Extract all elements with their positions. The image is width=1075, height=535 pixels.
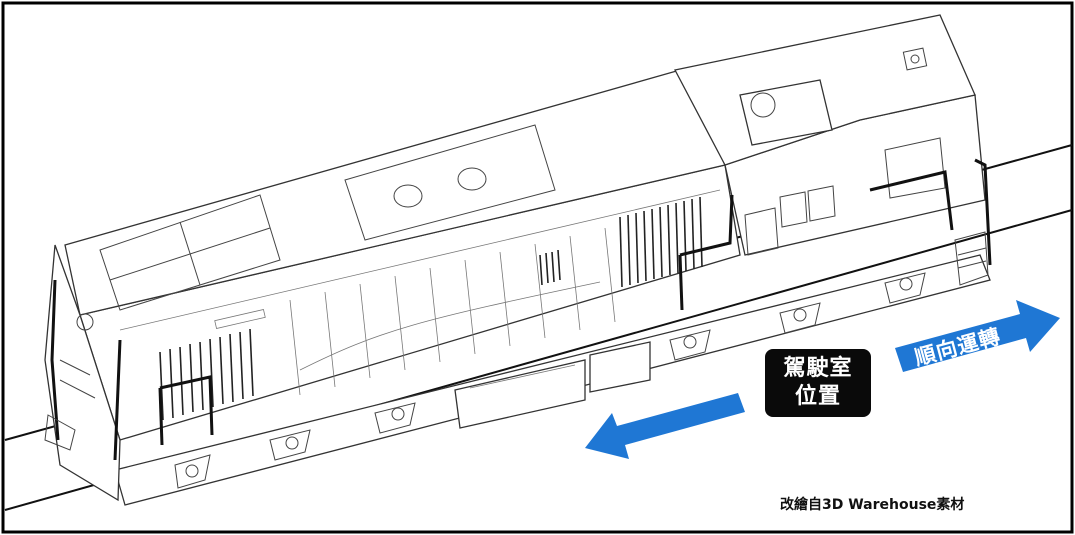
fuel-tank	[454, 359, 586, 429]
side-panel-lines	[119, 189, 721, 396]
credit-text: 改繪自3D Warehouse素材	[780, 497, 965, 513]
cab-position-line1: 駕駛室	[783, 356, 853, 381]
radiator-grills	[159, 196, 703, 421]
number-plate	[214, 308, 266, 330]
handrails	[50, 158, 992, 461]
roof-vent	[902, 47, 928, 71]
cab-position-label: 駕駛室 位置	[765, 349, 871, 417]
nose-details	[44, 231, 989, 451]
wheels	[174, 272, 926, 489]
roof-panels	[99, 124, 556, 311]
cab-windows	[744, 137, 946, 256]
reverse-arrow	[585, 393, 745, 459]
roof-box	[739, 79, 833, 146]
cab-position-line2: 位置	[794, 384, 841, 409]
forward-arrow	[895, 300, 1060, 372]
equipment-box	[589, 341, 651, 393]
fuel-tank-detail	[469, 364, 576, 389]
nose-front	[44, 244, 121, 502]
